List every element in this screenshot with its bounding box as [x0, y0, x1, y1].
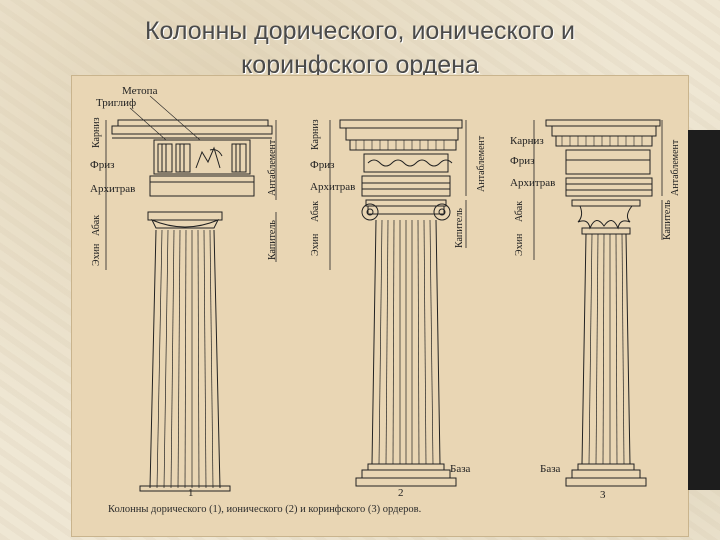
ionic-label-echinus: Эхин: [310, 233, 321, 256]
ionic-base: [355, 463, 457, 487]
doric-triglyphs: [157, 143, 247, 173]
ionic-cornice: [339, 119, 463, 129]
doric-architrave: [149, 175, 255, 197]
ionic-label-architrave: Архитрав: [310, 181, 355, 193]
ionic-shaft-outline: [371, 219, 441, 465]
side-frame: [688, 130, 720, 490]
corinthian-architrave: [565, 177, 653, 197]
corinthian-acanthus: [577, 205, 633, 230]
corinthian-label-architrave: Архитрав: [510, 177, 555, 189]
ionic-label-capital: Капитель: [454, 208, 465, 248]
ionic-frieze: [363, 153, 449, 173]
corinthian-label-capital: Капитель: [662, 200, 673, 240]
title-line-2: коринфского ордена: [241, 51, 479, 79]
ionic-dentils: [349, 139, 457, 151]
corinthian-label-entablature: Антаблемент: [670, 139, 681, 196]
doric-label-frieze: Фриз: [90, 159, 114, 171]
doric-frieze: [153, 139, 251, 175]
doric-stylobate: [139, 485, 231, 492]
doric-label-architrave: Архитрав: [90, 183, 135, 195]
doric-label-triglyph: Триглиф: [96, 97, 136, 109]
doric-shaft-outline: [149, 229, 221, 489]
ionic-volute-left: [361, 203, 379, 221]
doric-label-cornice: Карниз: [91, 117, 102, 148]
ionic-column-group: [329, 119, 467, 487]
corinthian-label-abacus: Абак: [514, 201, 525, 222]
ionic-label-frieze: Фриз: [310, 159, 334, 171]
corinthian-base: [565, 463, 647, 487]
doric-column-group: [105, 119, 277, 492]
corinthian-flutes: [588, 233, 625, 465]
doric-cornice-top: [117, 119, 269, 127]
doric-label-capital: Капитель: [267, 220, 278, 260]
metope-relief: [195, 146, 223, 169]
title-line-1: Колонны дорического, ионического и: [144, 17, 576, 45]
slide-title: Колонны дорического, ионического и корин…: [0, 14, 720, 82]
ionic-label-abacus: Абак: [310, 201, 321, 222]
doric-cornice: [111, 125, 273, 135]
figure-caption: Колонны дорического (1), ионического (2)…: [108, 504, 422, 515]
corinthian-shaft-outline: [581, 233, 631, 465]
corinthian-column-group: [533, 119, 663, 487]
doric-label-metope: Метопа: [122, 85, 158, 97]
ionic-abacus: [365, 199, 447, 207]
doric-number: 1: [188, 487, 194, 499]
corinthian-label-frieze: Фриз: [510, 155, 534, 167]
illustration-plate: [72, 76, 688, 536]
ionic-number: 2: [398, 487, 404, 499]
ionic-echinus: [367, 205, 445, 215]
corinthian-number: 3: [600, 489, 606, 501]
doric-label-entablature: Антаблемент: [267, 139, 278, 196]
corinthian-label-base: База: [540, 463, 561, 475]
ionic-label-base: База: [450, 463, 471, 475]
ionic-volute-right: [433, 203, 451, 221]
doric-label-abacus: Абак: [91, 215, 102, 236]
ionic-label-entablature: Антаблемент: [476, 135, 487, 192]
corinthian-label-cornice: Карниз: [510, 135, 544, 147]
corinthian-cornice: [545, 119, 661, 127]
ionic-flutes: [378, 219, 434, 465]
doric-echinus: [150, 219, 220, 229]
ionic-label-cornice: Карниз: [310, 119, 321, 150]
doric-abacus: [147, 211, 223, 221]
ionic-architrave: [361, 175, 451, 197]
corinthian-abacus: [571, 199, 641, 207]
doric-label-echinus: Эхин: [91, 243, 102, 266]
corinthian-frieze: [565, 149, 651, 175]
corinthian-label-echinus: Эхин: [514, 233, 525, 256]
doric-flutes: [156, 229, 214, 489]
corinthian-echinus: [581, 227, 631, 235]
